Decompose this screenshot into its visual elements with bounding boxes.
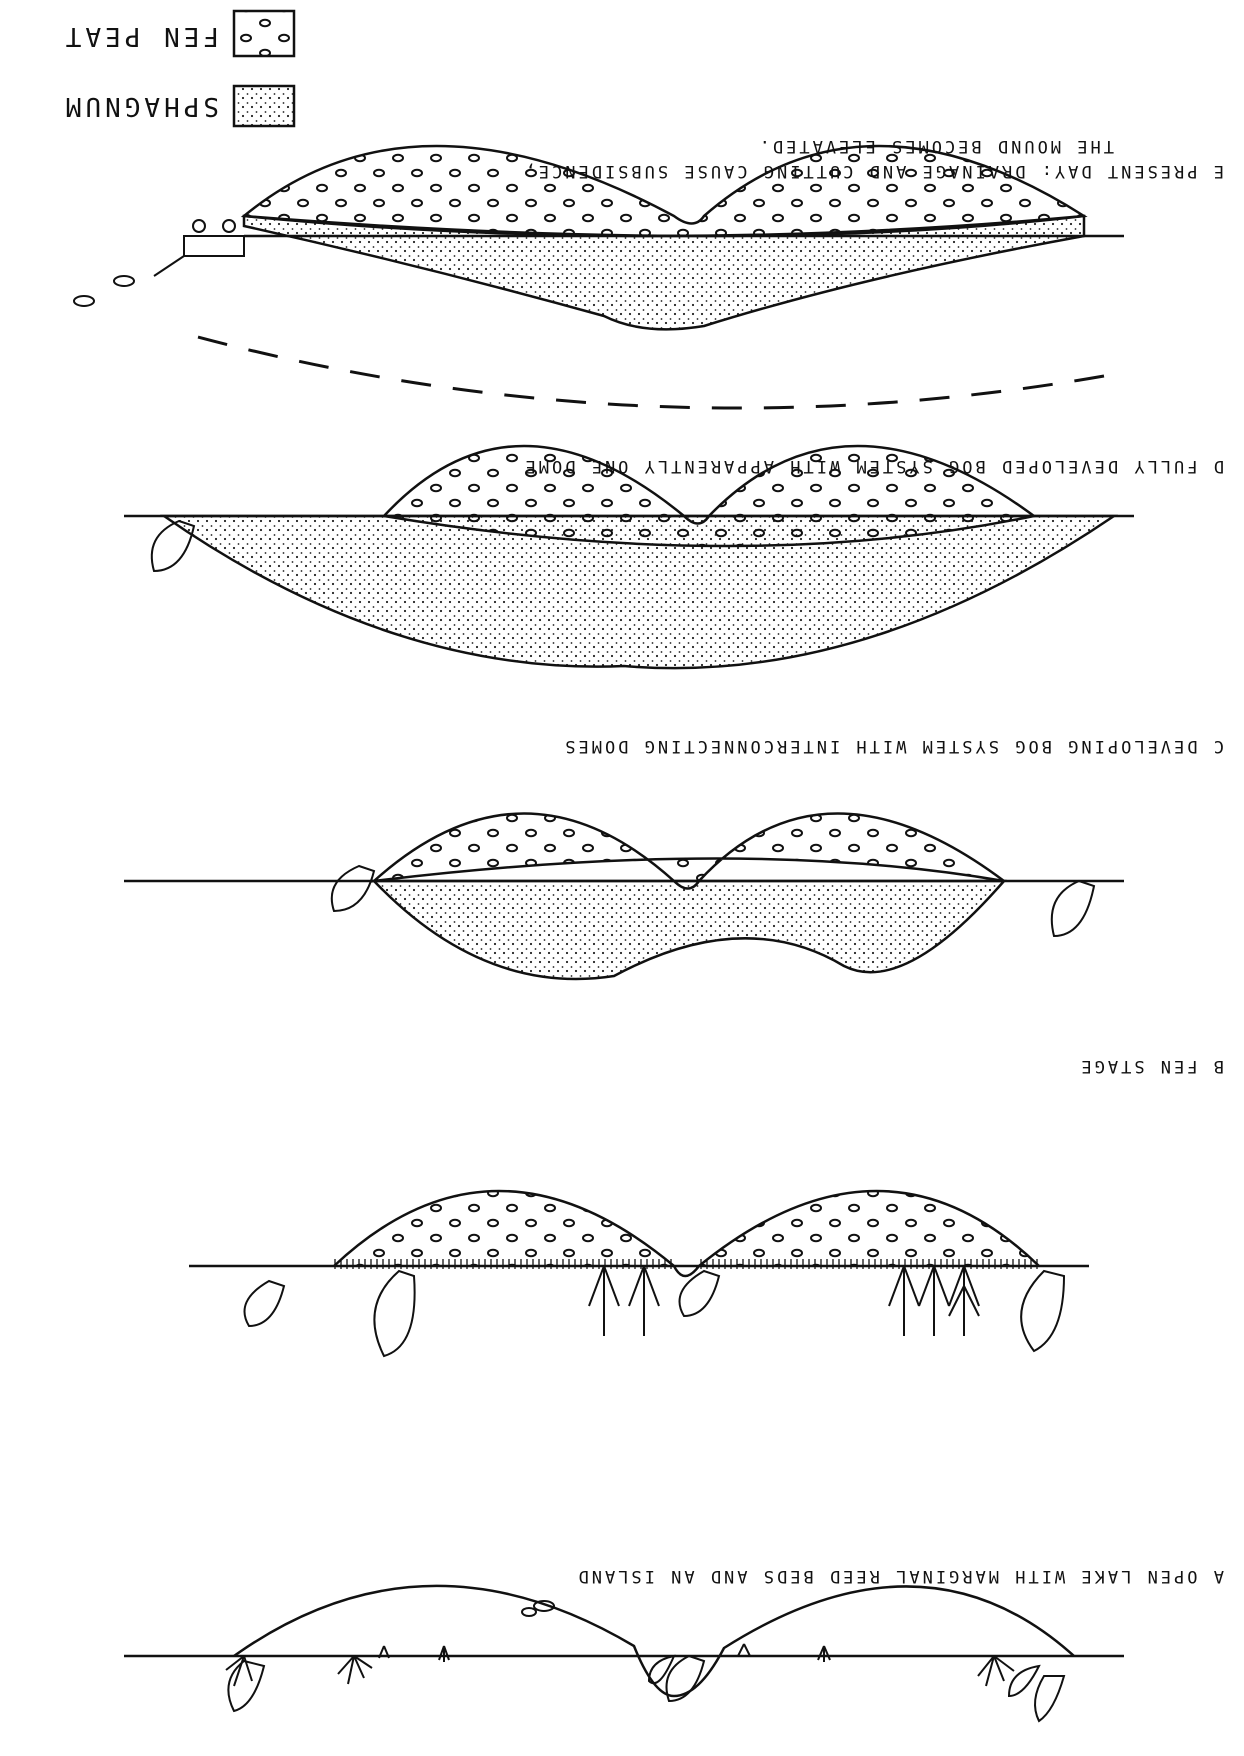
legend-fen-peat-label: FEN PEAT	[62, 21, 219, 51]
panel-c-drawing	[124, 814, 1124, 979]
fen-peat-swatch	[234, 11, 294, 56]
caption-e: E PRESENT DAY: DRAINAGE AND CUTTING CAUS…	[523, 161, 1224, 181]
panel-e-drawing	[74, 146, 1124, 408]
caption-b: B FEN STAGE	[1078, 1056, 1224, 1076]
caption-c: C DEVELOPING BOG SYSTEM WITH INTERCONNEC…	[562, 736, 1224, 756]
sphagnum-swatch	[234, 86, 294, 126]
panel-b-drawing	[189, 1191, 1089, 1356]
panel-d-drawing	[124, 446, 1134, 668]
legend-sphagnum-label: SPHAGNUM	[62, 91, 219, 121]
caption-e-line2: THE MOUND BECOMES ELEVATED.	[757, 136, 1114, 156]
panel-a-drawing	[124, 1586, 1124, 1721]
caption-a: A OPEN LAKE WITH MARGINAL REED BEDS AND …	[575, 1566, 1224, 1586]
legend	[234, 11, 294, 126]
caption-d: D FULLY DEVELOPED BOG SYSTEM WITH APPARE…	[523, 456, 1224, 476]
